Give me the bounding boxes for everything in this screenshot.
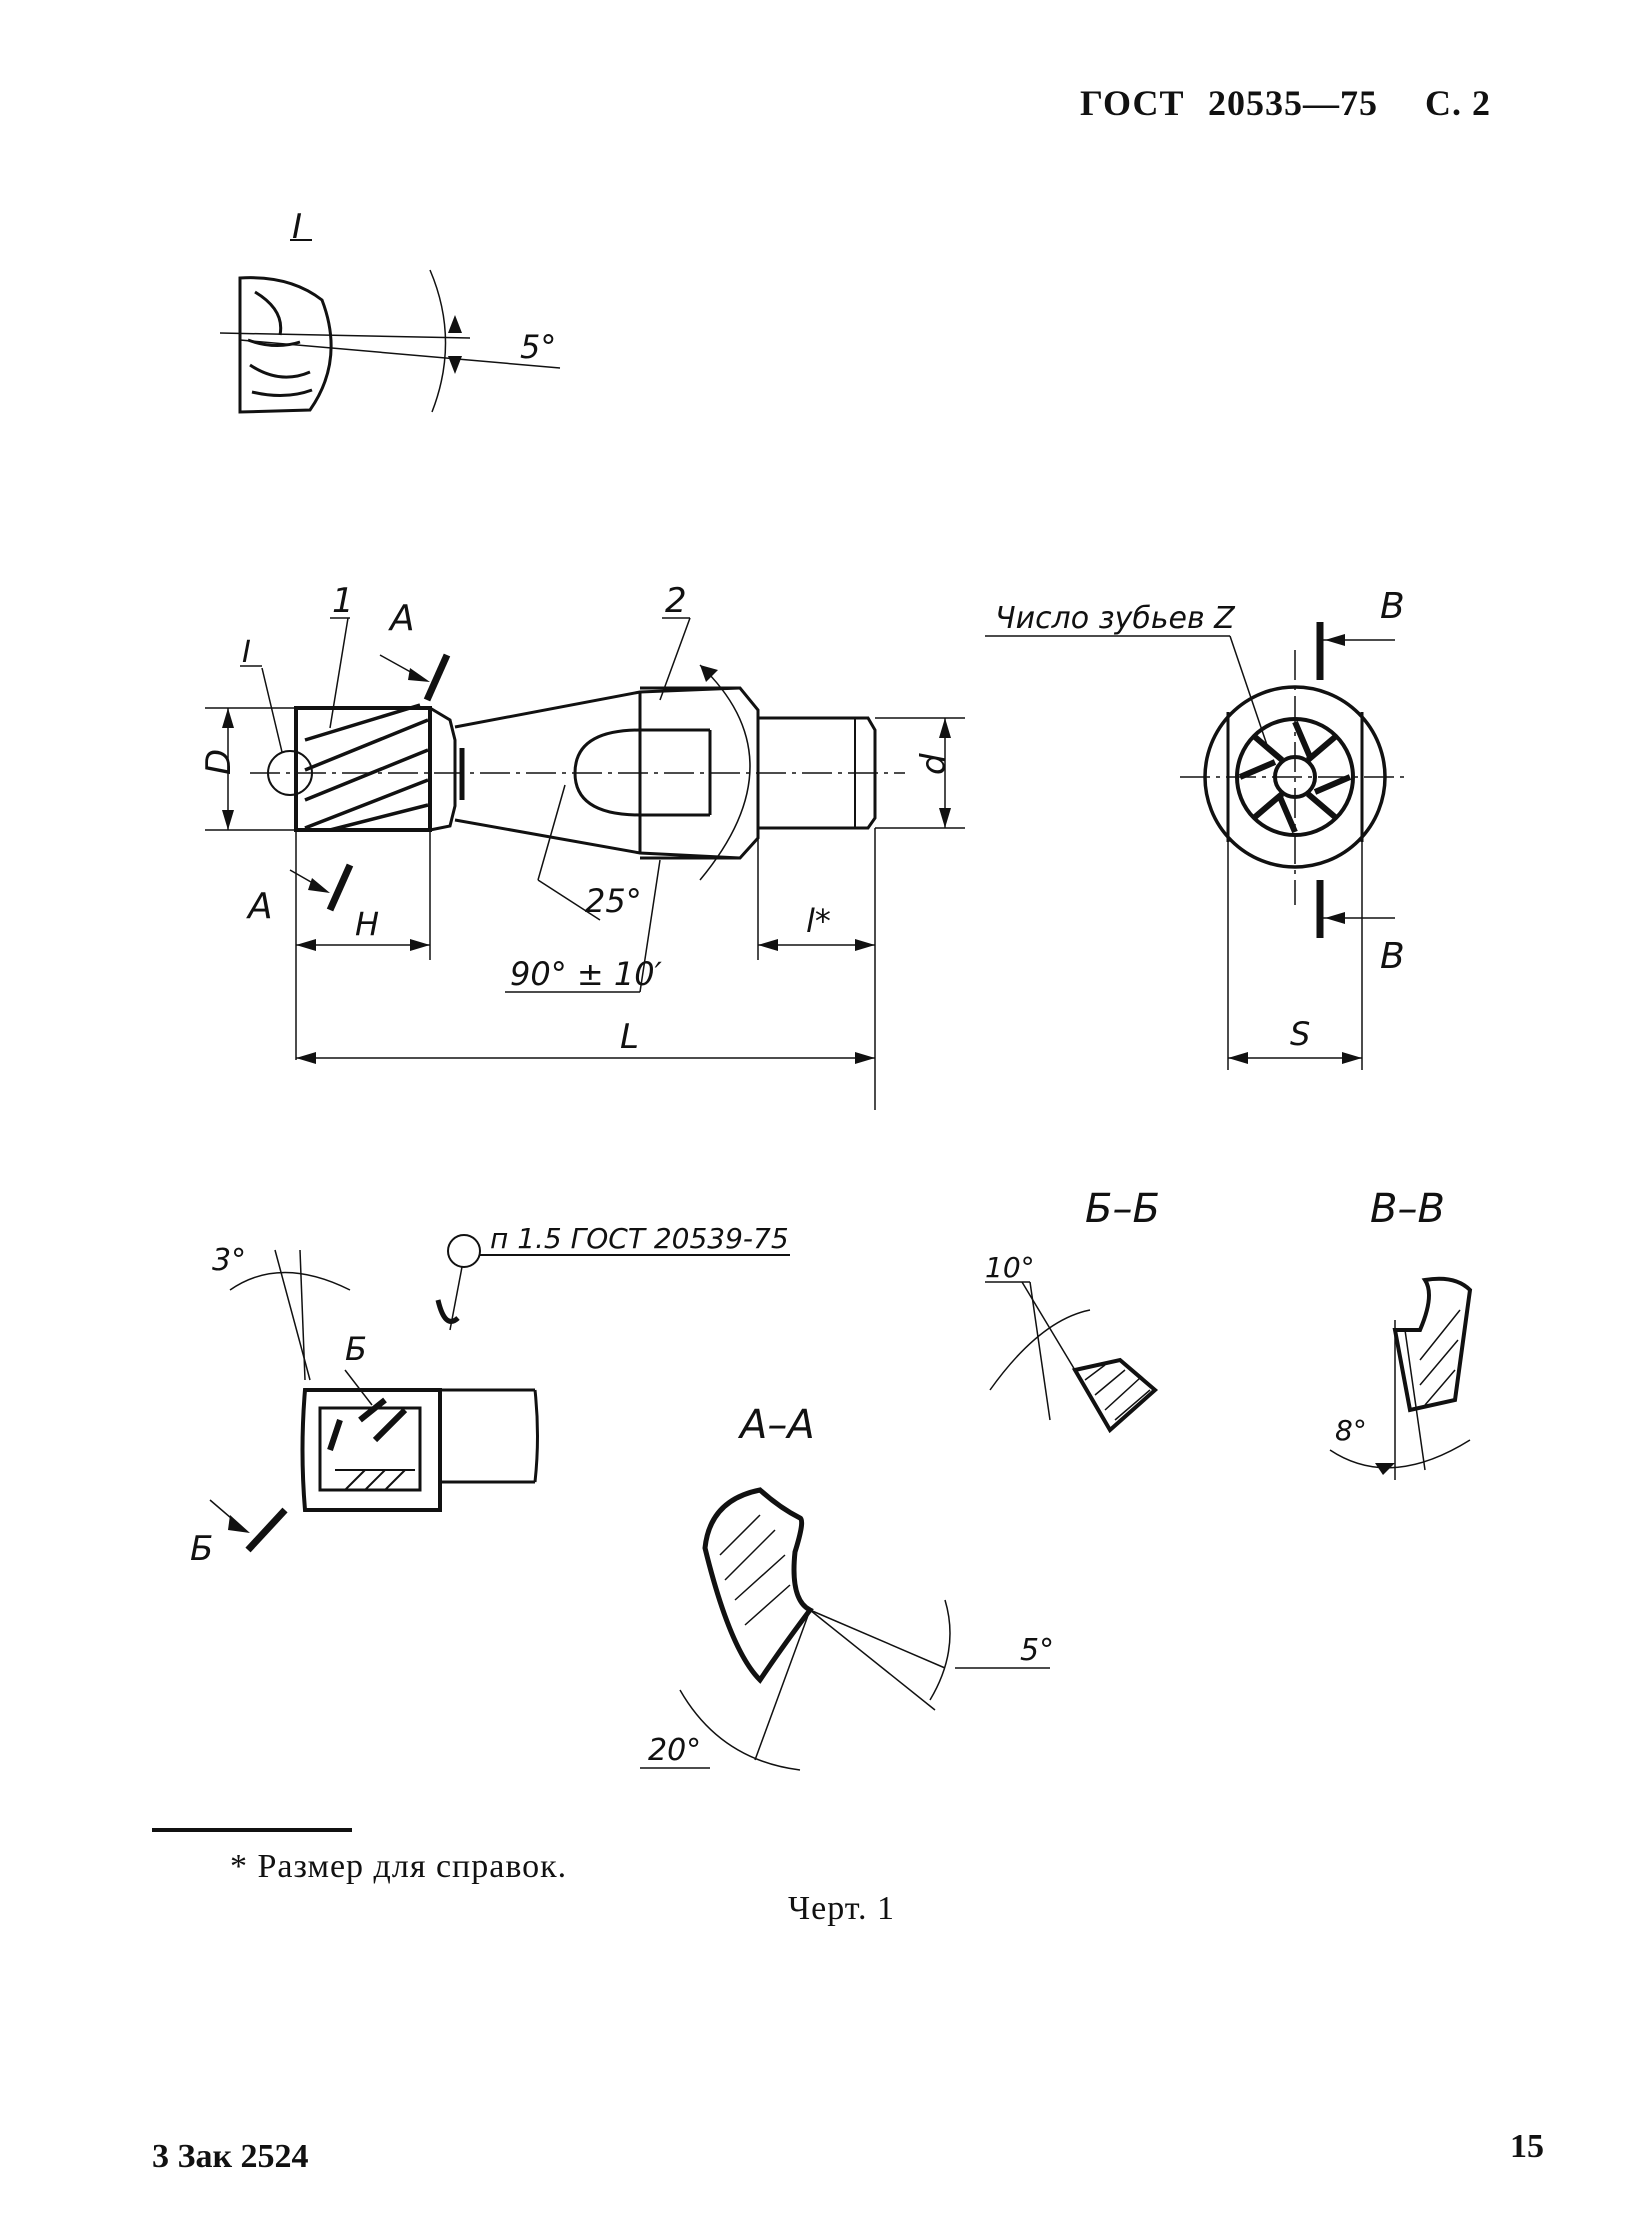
section-v-bottom: B	[1380, 936, 1405, 977]
section-b-top: Б	[345, 1330, 367, 1368]
angle-25: 25°	[585, 882, 642, 920]
section-b-bottom: Б	[190, 1529, 213, 1569]
figure-caption: Черт. 1	[788, 1890, 896, 1927]
detail-i-angle: 5°	[520, 328, 556, 366]
callout-2: 2	[665, 581, 687, 621]
standard-number: 20535—75	[1208, 83, 1378, 123]
order-number: 3 Зак 2524	[152, 2138, 309, 2175]
detail-i: I 5°	[219, 207, 561, 414]
section-vv-title: В–В	[1370, 1186, 1445, 1232]
section-aa-title: А–А	[737, 1402, 815, 1448]
angle-3: 3°	[212, 1243, 246, 1278]
section-a-bottom: A	[246, 886, 273, 927]
dim-d-upper: D	[199, 749, 239, 775]
ref-note: п 1.5 ГОСТ 20539-75	[490, 1222, 789, 1255]
bottom-left-view: 3° п 1.5 ГОСТ 20539-75 Б Б	[190, 1222, 790, 1569]
angle-8: 8°	[1335, 1414, 1367, 1447]
dim-h: H	[355, 905, 379, 943]
teeth-note: Число зубьев Z	[995, 601, 1236, 636]
dim-d-lower: d	[914, 753, 954, 775]
main-view: D d 1 2 I A A 25° 90° ± 10′	[199, 581, 965, 1110]
callout-1: 1	[332, 581, 354, 621]
section-bb: Б–Б 10°	[985, 1186, 1160, 1434]
section-v-top: B	[1380, 586, 1405, 627]
angle-20: 20°	[648, 1733, 701, 1768]
section-a-top: A	[388, 598, 415, 639]
page-label: С. 2	[1425, 83, 1491, 123]
footnote: * Размер для справок.	[230, 1848, 568, 1885]
dim-s: S	[1290, 1015, 1310, 1053]
section-bb-title: Б–Б	[1085, 1186, 1160, 1232]
section-aa: А–А 5° 20°	[640, 1402, 1054, 1771]
section-vv: В–В 8°	[1329, 1186, 1473, 1480]
dim-l-total: L	[620, 1017, 639, 1057]
end-view: Число зубьев Z B B S	[985, 586, 1410, 1070]
standard-code: ГОСТ	[1080, 83, 1185, 123]
angle-90: 90° ± 10′	[510, 955, 663, 993]
angle-10: 10°	[985, 1251, 1035, 1284]
detail-i-label: I	[292, 207, 302, 247]
angle-5-aa: 5°	[1020, 1633, 1054, 1668]
page-number: 15	[1510, 2128, 1544, 2165]
detail-i-mark: I	[242, 635, 251, 670]
dim-l: l*	[806, 902, 831, 940]
